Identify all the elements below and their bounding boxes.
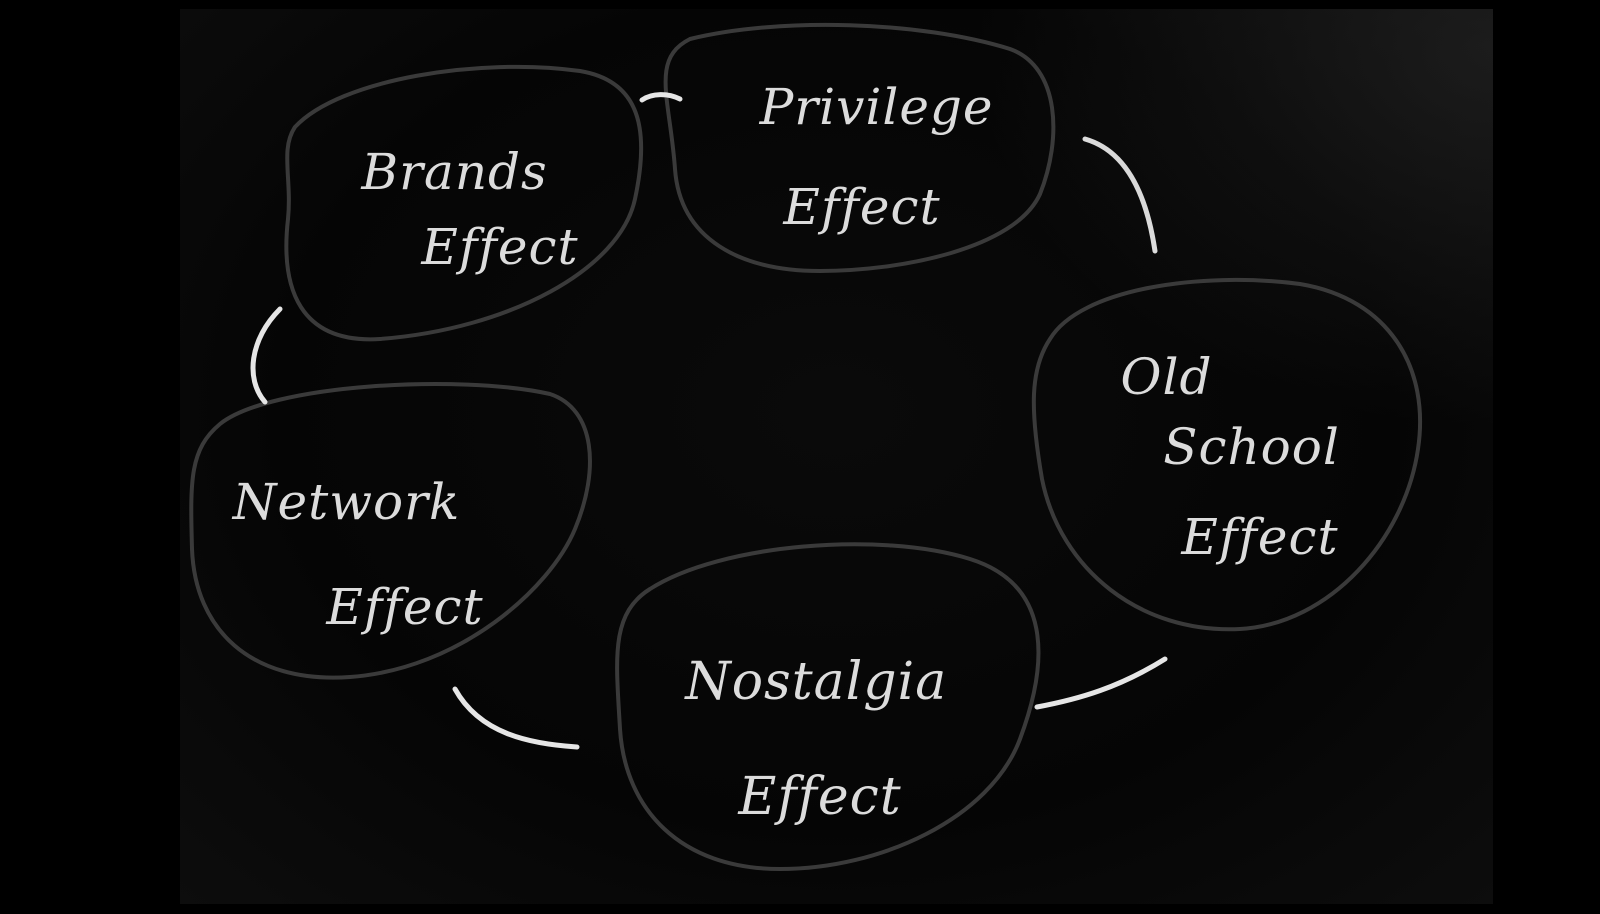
node-label-line: Effect (782, 178, 940, 236)
connector-privilege-old-school (1082, 136, 1158, 254)
node-label-line: Old (1121, 348, 1213, 406)
node-old-school: Old School Effect (1031, 277, 1423, 632)
node-network: Network Effect (189, 382, 592, 680)
blackboard: Brands Effect Privilege Effect Old Schoo… (180, 9, 1493, 904)
svg-text:Privilege Effect: Privilege Effect (759, 78, 1011, 236)
bubble-outline (615, 542, 1041, 872)
node-label-line: Effect (420, 218, 578, 276)
connector-brands-privilege (639, 92, 683, 103)
bubble-outline (284, 64, 644, 342)
node-label-line: Nostalgia (683, 652, 947, 712)
node-label-line: Effect (1180, 508, 1338, 566)
bubble-outline (663, 22, 1056, 274)
node-label-line: Privilege (759, 78, 994, 136)
node-label-line: Effect (737, 767, 901, 827)
node-privilege: Privilege Effect (663, 22, 1056, 274)
cycle-diagram: Brands Effect Privilege Effect Old Schoo… (189, 22, 1423, 872)
connector-old-school-nostalgia (1034, 656, 1168, 710)
node-label-line: Brands (360, 143, 547, 201)
connector-nostalgia-network (452, 686, 580, 750)
node-label-line: School (1163, 418, 1340, 476)
connector-network-brands (250, 306, 283, 405)
node-brands: Brands Effect (284, 64, 644, 342)
node-nostalgia: Nostalgia Effect (615, 542, 1041, 872)
bubble-outline (1031, 277, 1423, 632)
svg-text:Nostalgia Effect: Nostalgia Effect (683, 652, 964, 827)
svg-text:Brands Effect: Brands Effect (360, 143, 578, 276)
node-label-line: Effect (325, 578, 483, 636)
svg-text:Old School: Old School Effect (1121, 348, 1357, 566)
svg-text:Network Effect: Network Effect (232, 473, 484, 636)
bubble-outline (189, 382, 592, 680)
node-label-line: Network (232, 473, 461, 531)
